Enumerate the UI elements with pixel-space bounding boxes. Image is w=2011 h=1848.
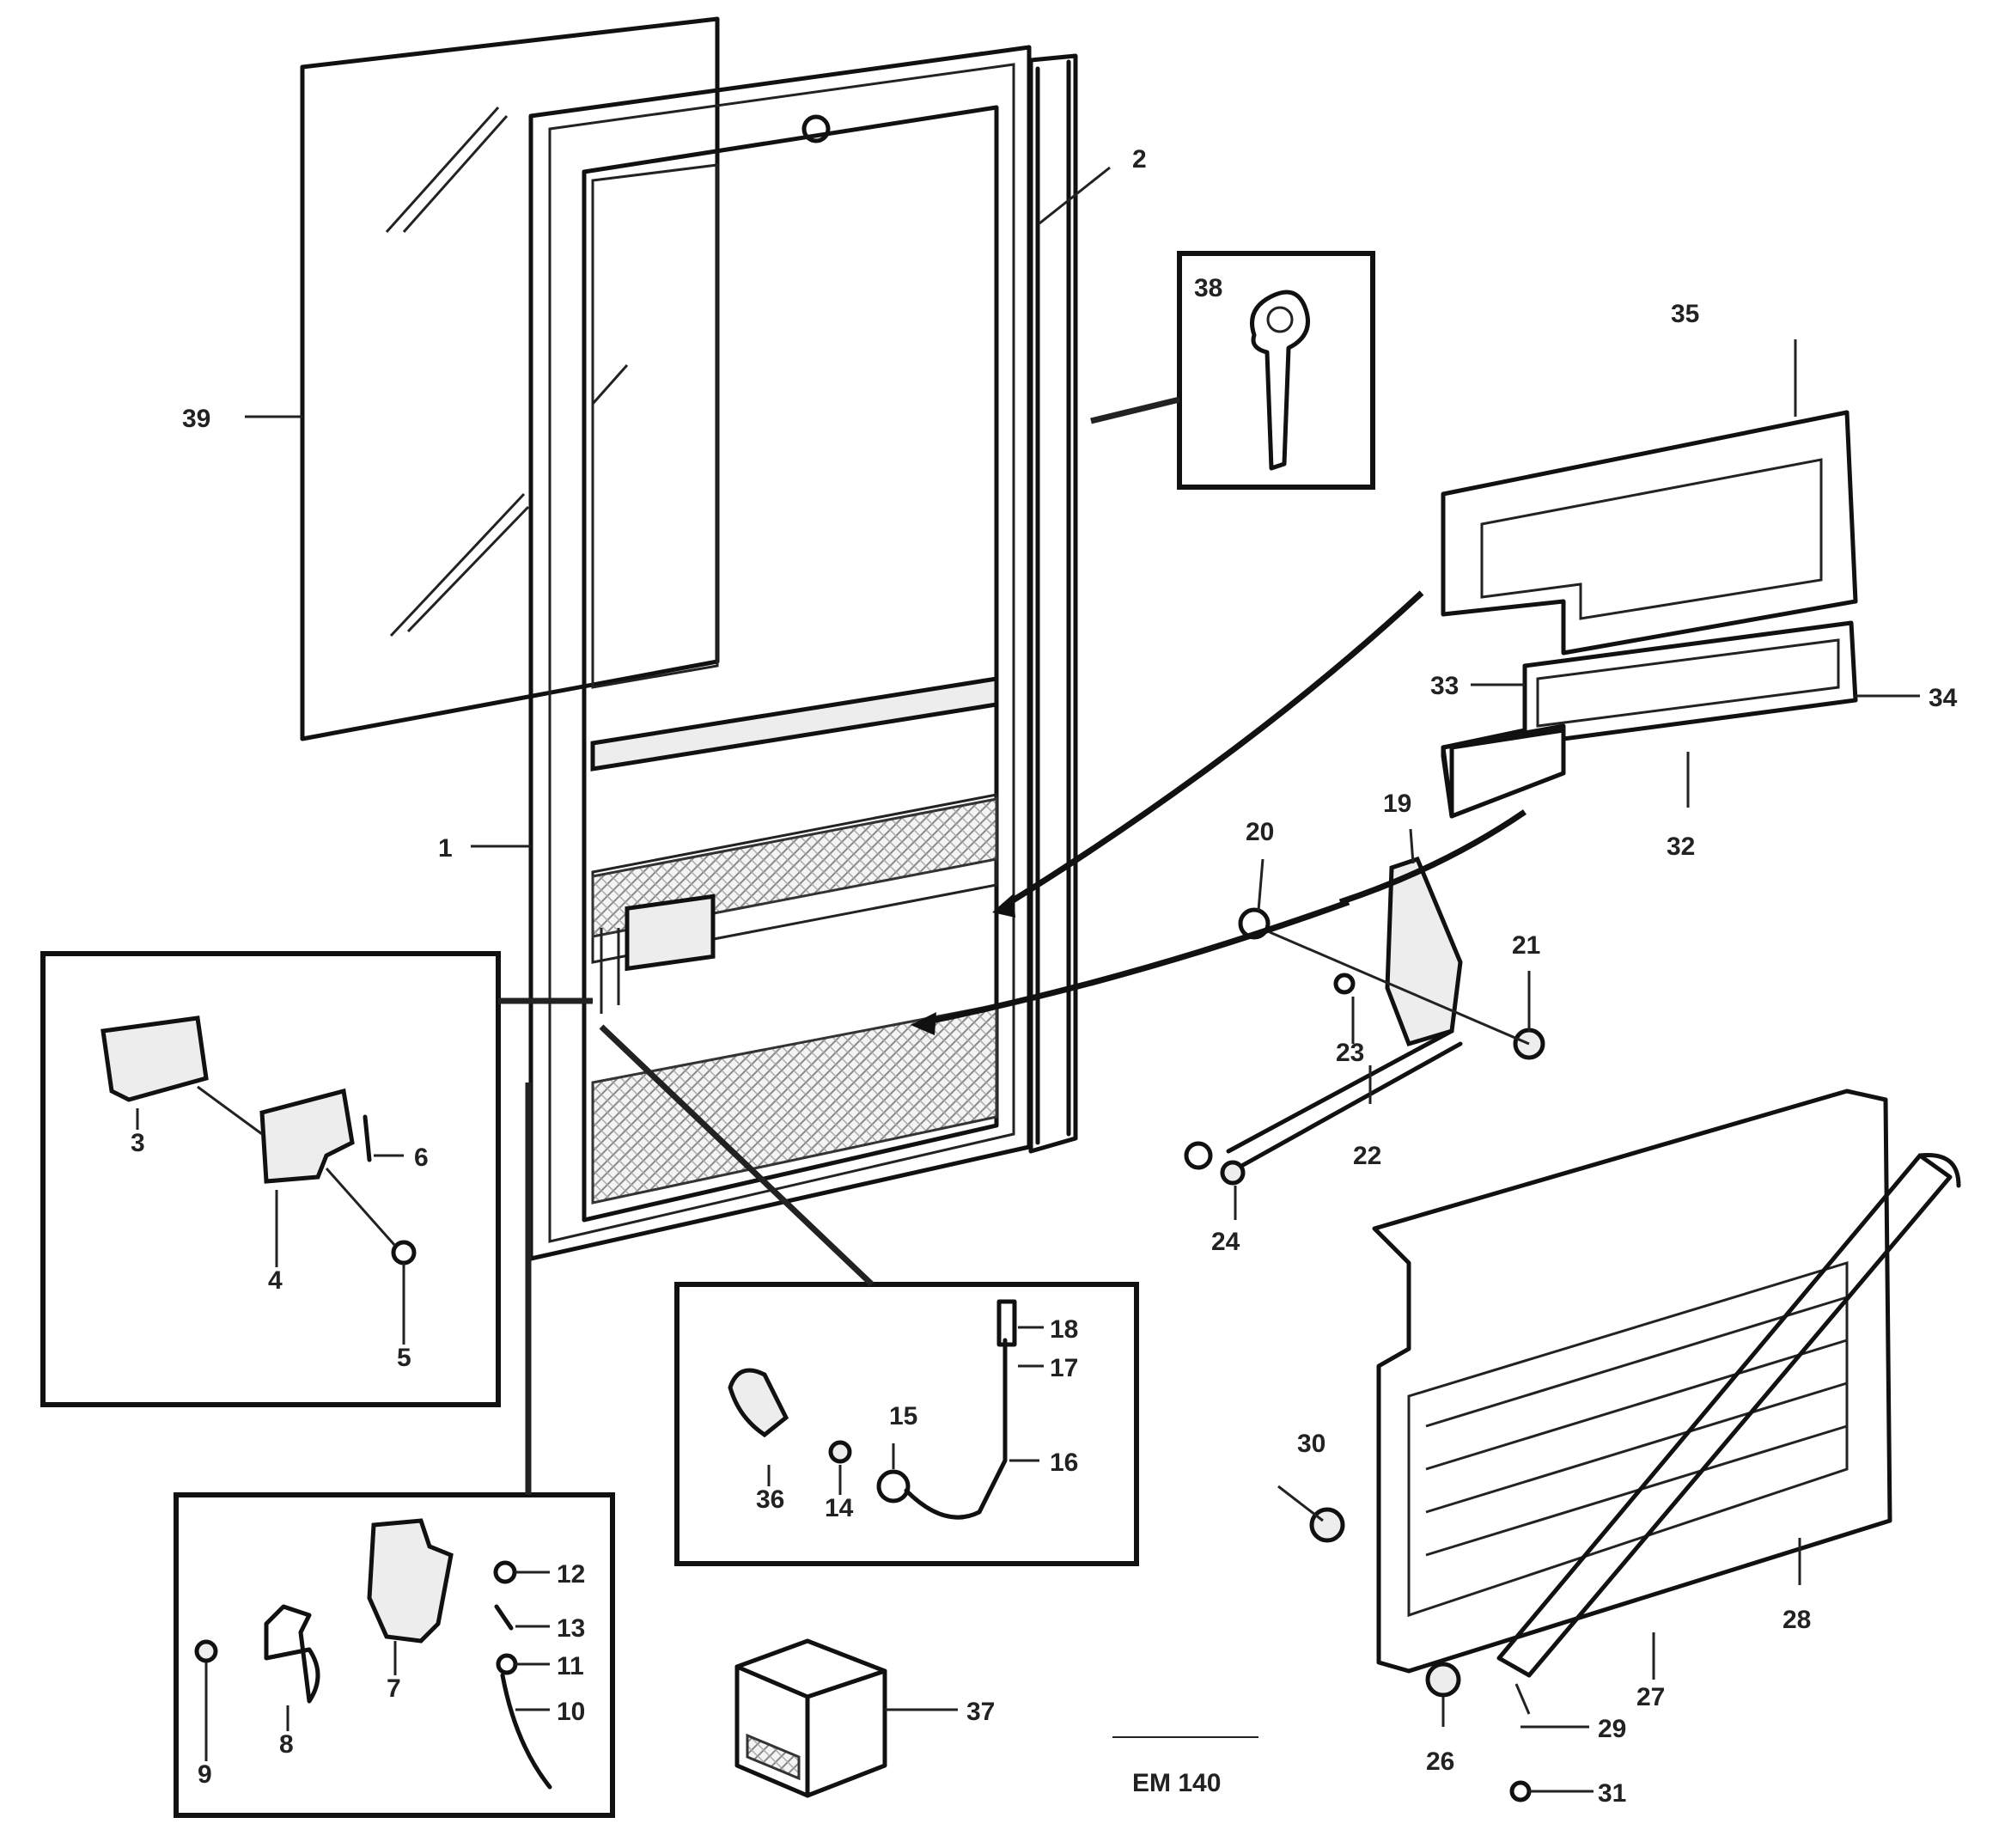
- label-38: 38: [1194, 274, 1222, 302]
- label-33: 33: [1430, 672, 1459, 700]
- label-29: 29: [1598, 1715, 1626, 1743]
- label-14: 14: [825, 1494, 854, 1522]
- label-8: 8: [279, 1730, 294, 1759]
- label-7: 7: [387, 1674, 401, 1703]
- label-19: 19: [1383, 790, 1411, 818]
- label-24: 24: [1211, 1228, 1240, 1256]
- label-31: 31: [1598, 1779, 1626, 1808]
- detail-box-key: [1090, 251, 1375, 490]
- label-22: 22: [1353, 1142, 1381, 1170]
- glass-pane: [300, 16, 720, 741]
- detail-box-cable: [599, 1024, 1139, 1566]
- label-39: 39: [182, 405, 210, 433]
- label-6: 6: [414, 1144, 429, 1172]
- label-36: 36: [756, 1485, 784, 1514]
- label-28: 28: [1782, 1606, 1811, 1634]
- label-37: 37: [966, 1698, 995, 1726]
- label-11: 11: [557, 1652, 584, 1680]
- door-seal: [1028, 53, 1078, 1154]
- label-21: 21: [1512, 931, 1540, 960]
- label-10: 10: [557, 1698, 585, 1726]
- cover-panel-bottom: [1309, 1089, 1961, 1802]
- label-5: 5: [397, 1344, 411, 1372]
- label-4: 4: [268, 1266, 283, 1295]
- label-15: 15: [889, 1402, 917, 1430]
- label-9: 9: [198, 1760, 212, 1789]
- parts-kit-box: [734, 1638, 887, 1798]
- cover-panel-lower: [1441, 620, 1858, 819]
- label-12: 12: [557, 1560, 585, 1589]
- leader-lines: [136, 166, 1920, 1793]
- label-35: 35: [1671, 300, 1699, 328]
- assembly-arrows: [911, 590, 1527, 1035]
- label-34: 34: [1929, 684, 1958, 712]
- hinge-assembly: [1184, 856, 1545, 1186]
- label-13: 13: [557, 1614, 585, 1643]
- detail-box-latch: [174, 1083, 615, 1818]
- label-23: 23: [1336, 1039, 1364, 1067]
- label-20: 20: [1246, 818, 1274, 846]
- label-18: 18: [1050, 1315, 1078, 1344]
- label-30: 30: [1297, 1430, 1325, 1458]
- cover-panel-upper: [1441, 410, 1858, 656]
- label-32: 32: [1667, 833, 1695, 861]
- label-16: 16: [1050, 1449, 1078, 1477]
- label-2: 2: [1132, 145, 1147, 174]
- label-1: 1: [438, 834, 453, 863]
- drawing-code-block: EM 140: [1112, 1736, 1258, 1797]
- detail-box-lock: [40, 951, 593, 1407]
- label-3: 3: [131, 1129, 145, 1157]
- part-labels: 39 1 2 38 35 33 34 32 19 20 21 23 22 24 …: [131, 145, 1958, 1808]
- label-27: 27: [1636, 1683, 1665, 1711]
- label-17: 17: [1050, 1354, 1078, 1382]
- label-26: 26: [1426, 1747, 1454, 1776]
- drawing-code: EM 140: [1132, 1769, 1221, 1797]
- door-frame: [528, 45, 1032, 1261]
